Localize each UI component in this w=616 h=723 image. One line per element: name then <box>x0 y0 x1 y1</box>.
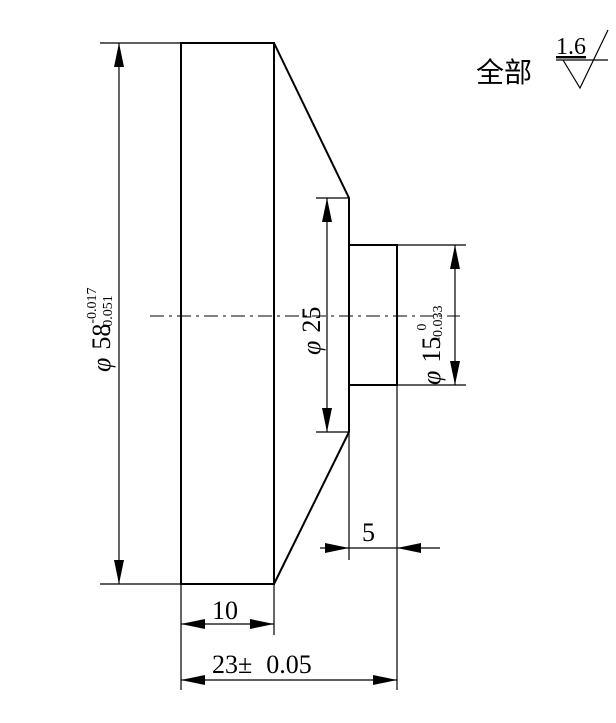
arrow-head <box>397 543 421 553</box>
d25-label: φ25 <box>297 307 326 355</box>
len23-label: 23±0.05 <box>212 650 312 679</box>
part-outline <box>180 42 398 585</box>
d15-label: φ150-0.033 <box>415 305 446 385</box>
dim-d58: φ58-0.017-0.051 <box>85 42 181 585</box>
arrow-head <box>250 619 274 629</box>
roughness-check-icon <box>562 29 609 90</box>
surface-finish-value: 1.6 <box>556 34 586 60</box>
arrow-head <box>181 619 205 629</box>
arrow-head <box>322 198 332 222</box>
dim-len5: 5 <box>320 518 440 553</box>
arrow-head <box>450 361 460 385</box>
len5-label: 5 <box>362 518 375 547</box>
arrow-head <box>373 675 397 685</box>
surface-finish-symbol: 全部 1.6 <box>476 29 609 90</box>
arrow-head <box>114 43 124 67</box>
small-boss-outline <box>348 244 398 386</box>
dim-len23: 23±0.05 <box>181 650 397 685</box>
len10-label: 10 <box>212 596 238 625</box>
arrow-head <box>322 408 332 432</box>
arrow-head <box>114 560 124 584</box>
d58-label: φ58-0.017-0.051 <box>85 287 116 372</box>
dim-d15: φ150-0.033 <box>397 244 466 386</box>
large-flange-outline <box>180 42 275 585</box>
surface-finish-prefix: 全部 <box>476 56 532 89</box>
arrow-head <box>450 245 460 269</box>
arrow-head <box>325 543 349 553</box>
arrow-head <box>181 675 205 685</box>
dim-d25: φ25 <box>297 197 349 433</box>
dim-len10: 10 <box>181 596 274 629</box>
